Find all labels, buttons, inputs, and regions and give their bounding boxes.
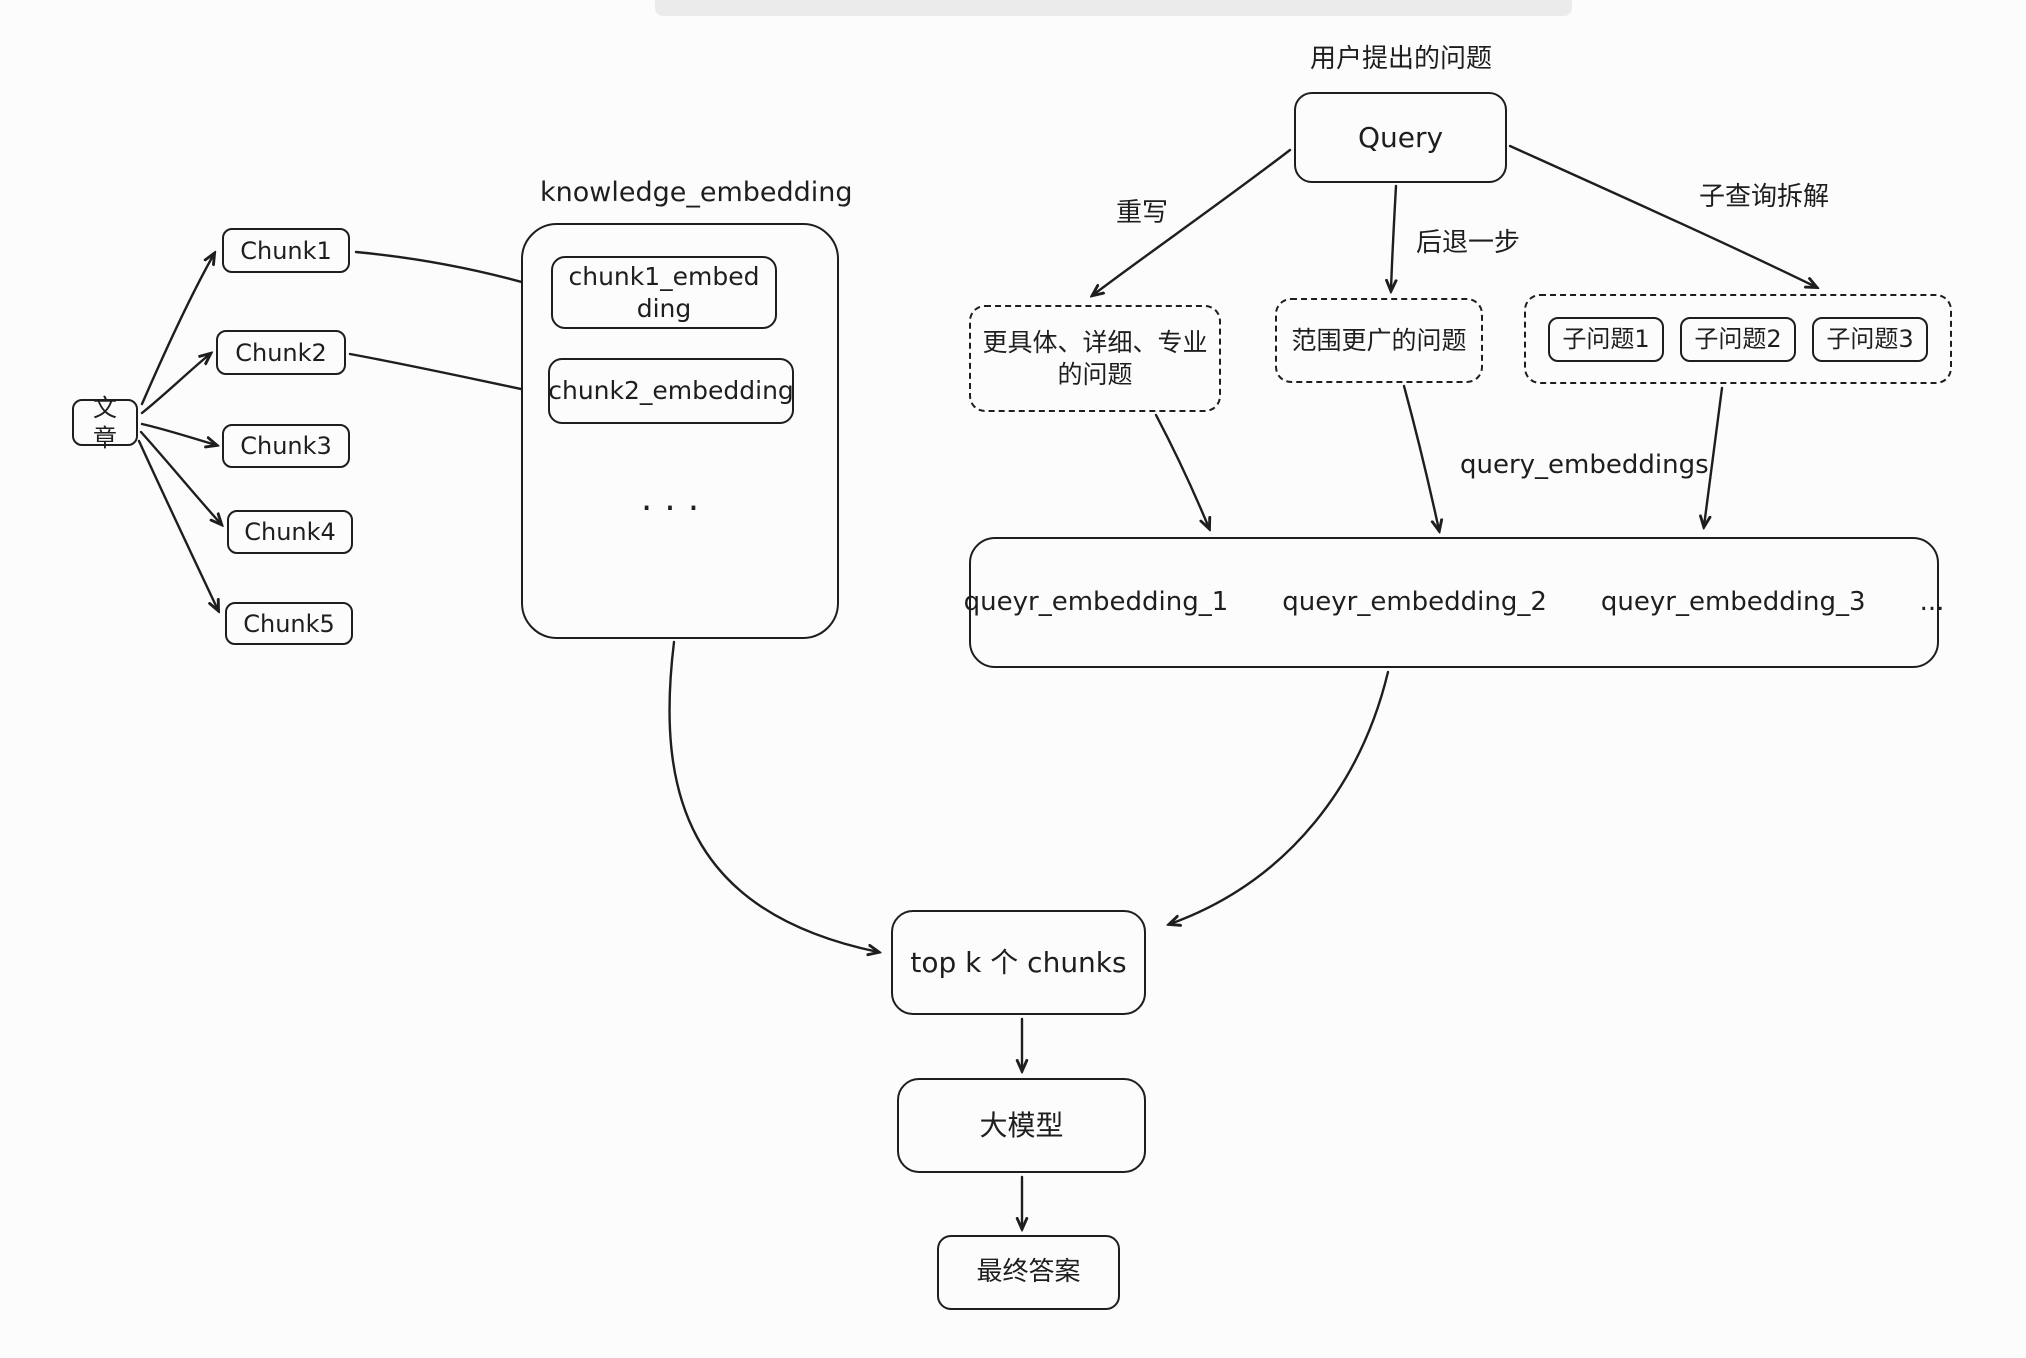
- ellipsis-label: ...: [640, 478, 712, 519]
- knowledge-embedding-label: knowledge_embedding: [540, 177, 853, 208]
- sub-questions-container[interactable]: 子问题1 子问题2 子问题3: [1524, 294, 1952, 384]
- arrow-qembeddings-to-topk[interactable]: [1170, 670, 1390, 924]
- subquery-decompose-label: 子查询拆解: [1698, 182, 1829, 212]
- top-k-chunks-node[interactable]: top k 个 chunks: [891, 910, 1146, 1015]
- query-embedding-2: queyr_embedding_2: [1282, 587, 1547, 618]
- chunk4-node[interactable]: Chunk4: [227, 510, 353, 554]
- arrow-query-to-specific[interactable]: [1093, 148, 1292, 295]
- arrow-article-to-chunk3[interactable]: [140, 422, 216, 445]
- chunk2-embedding-node[interactable]: chunk2_embedding: [548, 358, 794, 424]
- arrow-chunk1-to-embedding1[interactable]: [354, 250, 543, 288]
- rewrite-label: 重写: [1115, 198, 1168, 228]
- query-embeddings-label: query_embeddings: [1460, 450, 1709, 480]
- arrow-article-to-chunk2[interactable]: [140, 354, 210, 415]
- query-embedding-1: queyr_embedding_1: [963, 587, 1229, 618]
- arrow-subq-to-qembeddings[interactable]: [1704, 386, 1724, 526]
- query-embedding-ellipsis: ...: [1919, 587, 1945, 618]
- chunk5-node[interactable]: Chunk5: [225, 602, 353, 645]
- specific-question-node[interactable]: 更具体、详细、专业的问题: [969, 305, 1221, 412]
- chunk3-node[interactable]: Chunk3: [222, 424, 350, 468]
- chunk2-node[interactable]: Chunk2: [216, 330, 346, 375]
- sub-question-3-node[interactable]: 子问题3: [1812, 316, 1928, 362]
- query-embedding-3: queyr_embedding_3: [1600, 587, 1866, 618]
- article-node[interactable]: 文章: [72, 394, 138, 452]
- query-embeddings-container[interactable]: queyr_embedding_1 queyr_embedding_2 quey…: [964, 537, 1944, 668]
- arrow-chunk2-to-embedding2[interactable]: [348, 352, 540, 393]
- arrow-query-to-subquestions[interactable]: [1508, 144, 1816, 287]
- arrow-article-to-chunk5[interactable]: [137, 439, 218, 610]
- arrow-article-to-chunk4[interactable]: [139, 430, 221, 524]
- arrow-query-to-broader[interactable]: [1391, 184, 1396, 290]
- llm-node[interactable]: 大模型: [897, 1078, 1146, 1173]
- final-answer-node[interactable]: 最终答案: [937, 1235, 1120, 1310]
- user-question-label: 用户提出的问题: [1309, 44, 1492, 74]
- arrow-article-to-chunk1[interactable]: [140, 254, 214, 406]
- step-back-label: 后退一步: [1415, 228, 1520, 258]
- sub-question-2-node[interactable]: 子问题2: [1680, 316, 1796, 362]
- sub-question-1-node[interactable]: 子问题1: [1548, 316, 1664, 362]
- arrow-broader-to-qembeddings[interactable]: [1402, 384, 1439, 530]
- top-edge-remnant: [655, 0, 1572, 16]
- broader-question-node[interactable]: 范围更广的问题: [1275, 298, 1483, 383]
- arrow-specific-to-qembeddings[interactable]: [1154, 413, 1209, 528]
- chunk1-node[interactable]: Chunk1: [222, 228, 350, 273]
- arrow-knowledge-to-topk[interactable]: [668, 640, 878, 952]
- query-node[interactable]: Query: [1294, 92, 1507, 183]
- chunk1-embedding-node[interactable]: chunk1_embedding: [551, 256, 777, 329]
